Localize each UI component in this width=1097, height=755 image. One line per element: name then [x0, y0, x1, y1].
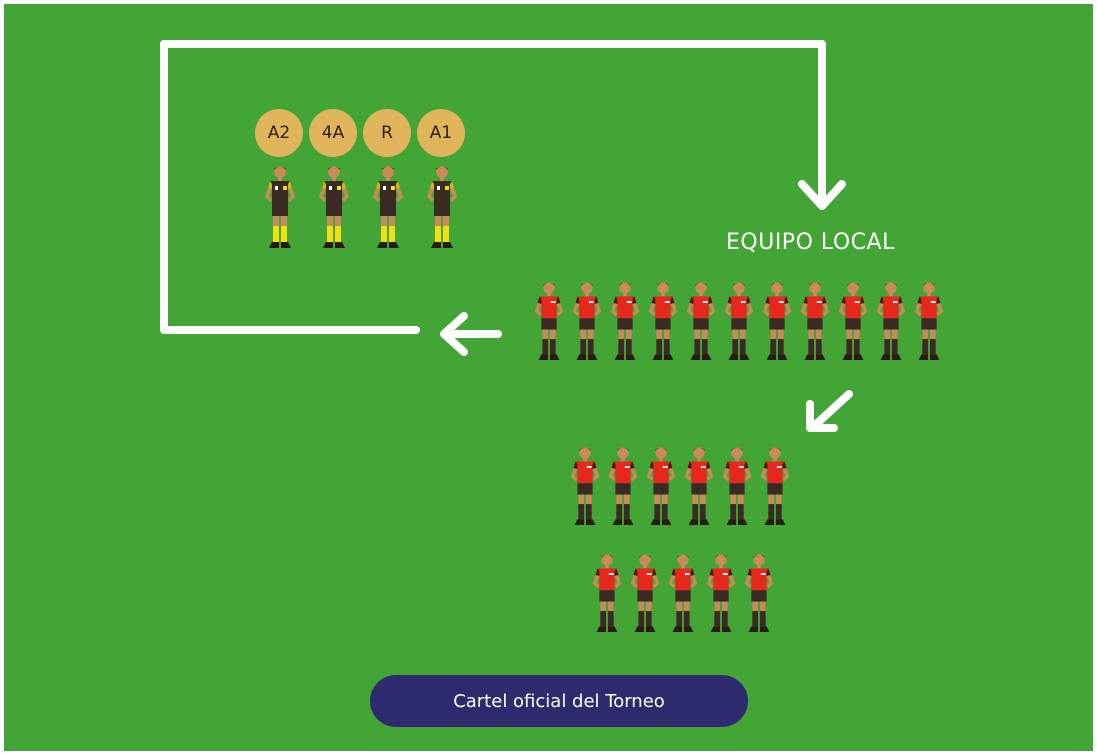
home-player-figure — [834, 277, 872, 367]
home-player-figure — [740, 549, 778, 639]
official-badge-a2: A2 — [255, 109, 303, 157]
home-player-figure — [796, 277, 834, 367]
home-player-figure — [644, 277, 682, 367]
home-player-figure — [872, 277, 910, 367]
referee-figure — [421, 164, 463, 252]
home-player-figure — [680, 442, 718, 532]
official-poster-button[interactable]: Cartel oficial del Torneo — [370, 675, 748, 727]
referee-figure — [367, 164, 409, 252]
official-badge-a1: A1 — [417, 109, 465, 157]
home-team-label: EQUIPO LOCAL — [726, 230, 895, 255]
pitch-background: A2 4A R A1 — [4, 4, 1093, 751]
home-player-figure — [758, 277, 796, 367]
home-player-figure — [720, 277, 758, 367]
arrow-left — [440, 312, 502, 356]
home-player-figure — [626, 549, 664, 639]
entry-path-arrow — [160, 40, 826, 334]
referee-figure — [313, 164, 355, 252]
home-player-figure — [664, 549, 702, 639]
home-player-figure — [604, 442, 642, 532]
home-player-figure — [568, 277, 606, 367]
arrow-down-head — [798, 180, 846, 210]
referee-figure — [259, 164, 301, 252]
home-player-figure — [530, 277, 568, 367]
home-player-figure — [682, 277, 720, 367]
home-player-figure — [566, 442, 604, 532]
official-badge-r: R — [363, 109, 411, 157]
home-player-figure — [718, 442, 756, 532]
home-player-figure — [606, 277, 644, 367]
official-badge-4a: 4A — [309, 109, 357, 157]
arrow-diagonal-down-left — [806, 390, 853, 432]
home-player-figure — [702, 549, 740, 639]
home-player-figure — [588, 549, 626, 639]
home-player-figure — [756, 442, 794, 532]
flow-arrows — [160, 40, 853, 432]
home-player-figure — [910, 277, 948, 367]
home-player-figure — [642, 442, 680, 532]
